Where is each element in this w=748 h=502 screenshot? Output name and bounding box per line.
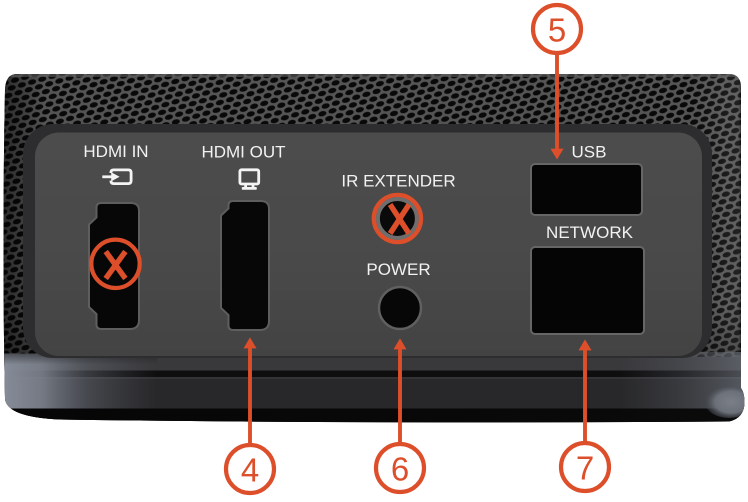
- svg-text:5: 5: [548, 12, 566, 49]
- svg-text:NETWORK: NETWORK: [546, 223, 634, 242]
- svg-text:USB: USB: [572, 143, 607, 162]
- svg-text:HDMI OUT: HDMI OUT: [201, 143, 285, 162]
- svg-text:POWER: POWER: [366, 260, 430, 279]
- svg-text:7: 7: [576, 450, 594, 487]
- svg-text:HDMI IN: HDMI IN: [83, 142, 148, 161]
- svg-text:6: 6: [391, 451, 409, 488]
- svg-text:IR EXTENDER: IR EXTENDER: [341, 172, 455, 191]
- svg-text:4: 4: [241, 452, 259, 489]
